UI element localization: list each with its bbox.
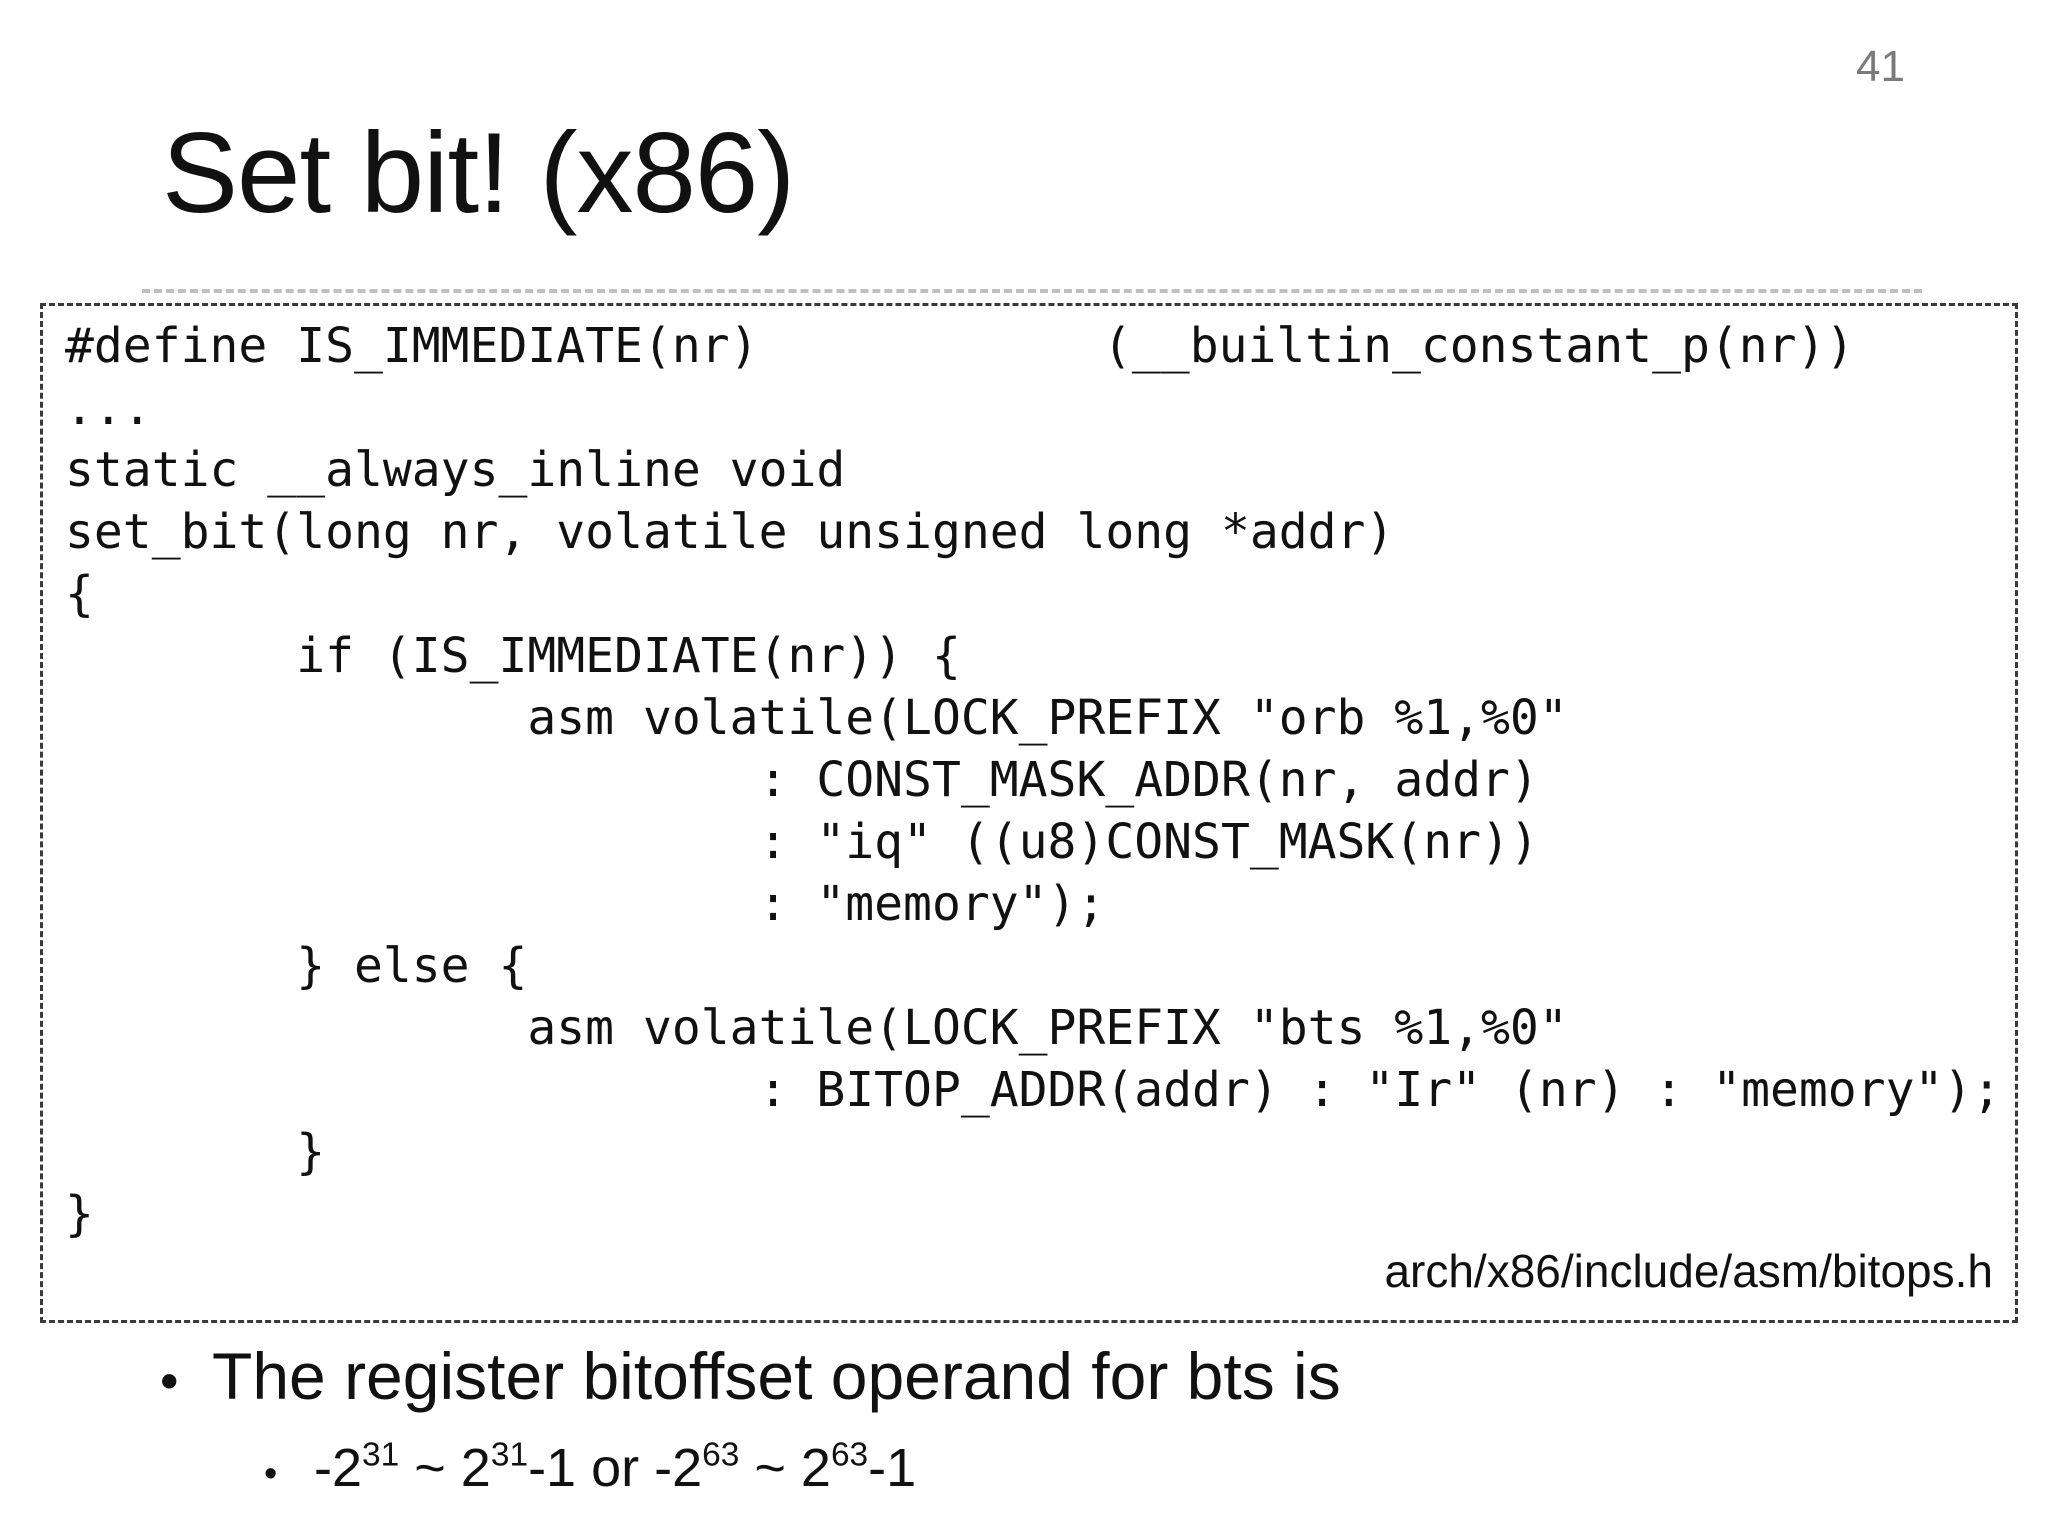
title-divider <box>142 289 1922 293</box>
code-line: } <box>65 1186 94 1242</box>
bullet-list: • The register bitoffset operand for bts… <box>160 1333 1960 1509</box>
code-line: if (IS_IMMEDIATE(nr)) { <box>65 628 961 684</box>
slide-title: Set bit! (x86) <box>162 110 795 237</box>
exponent: 31 <box>362 1436 400 1474</box>
code-line: } <box>65 1124 326 1180</box>
sub-bullet-text: -231 ~ 231-1 or -263 ~ 263-1 <box>314 1436 917 1498</box>
code-box: #define IS_IMMEDIATE(nr) (__builtin_cons… <box>40 303 2018 1323</box>
code-line-define: #define IS_IMMEDIATE(nr) <box>65 318 759 374</box>
exponent: 63 <box>702 1436 740 1474</box>
code-line: : "memory"); <box>65 876 1106 932</box>
bullet-dot: • <box>264 1453 278 1495</box>
sub-bullet-item: • -231 ~ 231-1 or -263 ~ 263-1 <box>264 1433 1960 1509</box>
code-line: } else { <box>65 938 528 994</box>
exponent: 31 <box>490 1436 529 1474</box>
code-line: asm volatile(LOCK_PREFIX "bts %1,%0" <box>65 1000 1568 1056</box>
code-line: static __always_inline void <box>65 442 846 498</box>
code-line: { <box>65 566 94 622</box>
code-line: asm volatile(LOCK_PREFIX "orb %1,%0" <box>65 690 1568 746</box>
code-line: : CONST_MASK_ADDR(nr, addr) <box>65 752 1539 808</box>
code-line-define-value: (__builtin_constant_p(nr)) <box>1103 318 1855 374</box>
bullet-dot: • <box>160 1352 179 1411</box>
bullet-text: The register bitoffset operand for bts i… <box>212 1339 1341 1413</box>
code-line: : "iq" ((u8)CONST_MASK(nr)) <box>65 814 1539 870</box>
code-line: ... <box>65 380 152 436</box>
source-path: arch/x86/include/asm/bitops.h <box>1384 1245 1993 1297</box>
code-line: : BITOP_ADDR(addr) : "Ir" (nr) : "memory… <box>65 1062 2002 1118</box>
slide-number: 41 <box>1856 42 1905 91</box>
code-line: set_bit(long nr, volatile unsigned long … <box>65 504 1395 560</box>
bullet-item: • The register bitoffset operand for bts… <box>160 1333 1960 1425</box>
exponent: 63 <box>830 1436 869 1474</box>
